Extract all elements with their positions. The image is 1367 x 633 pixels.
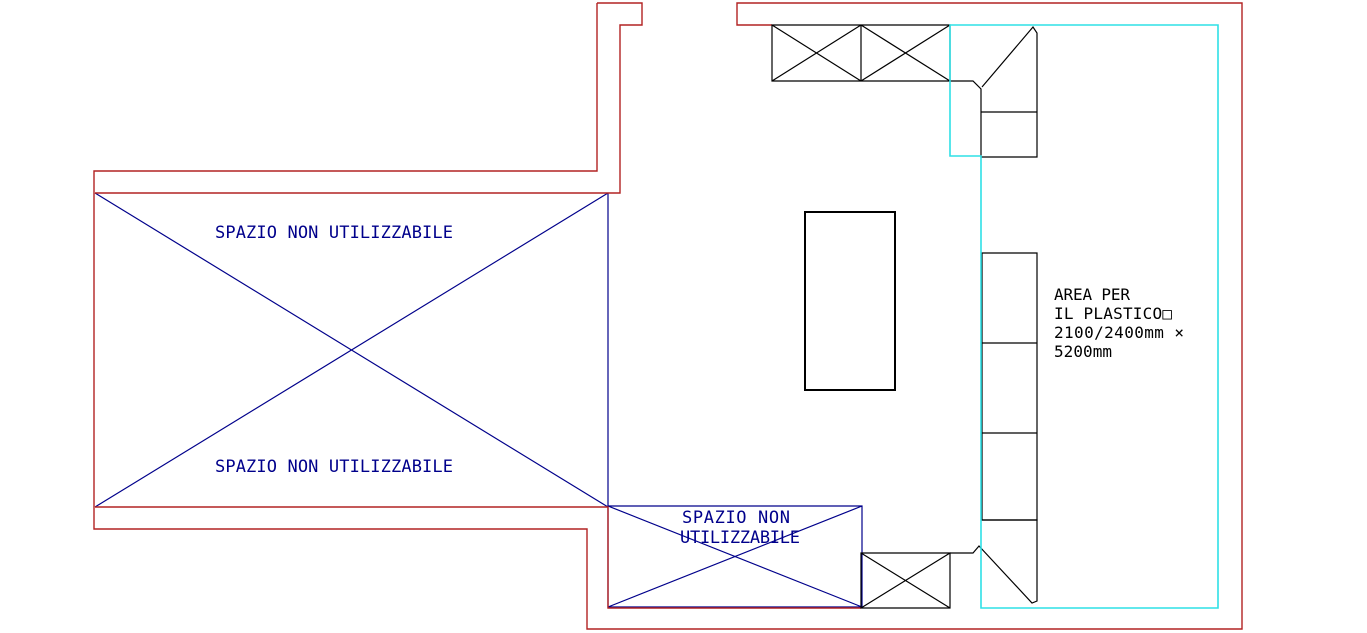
label-unusable-small-line1: SPAZIO NON (682, 508, 790, 528)
wall-outline (93, 2, 1243, 630)
wardrobe-boxes-top (771, 24, 951, 82)
label-plastico-line3: 2100/2400mm × (1054, 323, 1184, 342)
plastico-area-outline (949, 24, 1219, 609)
label-unusable-small-line2: UTILIZZABILE (680, 528, 800, 548)
label-unusable-large-top: SPAZIO NON UTILIZZABILE (215, 223, 453, 243)
corner-cabinet-bottom (950, 519, 1038, 604)
cabinet-column-right (981, 252, 1038, 521)
label-plastico-line2: IL PLASTICO□ (1054, 304, 1172, 323)
corner-cabinet-top (950, 26, 1038, 158)
labels: SPAZIO NON UTILIZZABILE SPAZIO NON UTILI… (215, 223, 1184, 548)
label-unusable-large-bottom: SPAZIO NON UTILIZZABILE (215, 457, 453, 477)
wardrobe-box-bottom (860, 552, 951, 609)
label-plastico-line1: AREA PER (1054, 285, 1130, 304)
label-plastico-line4: 5200mm (1054, 342, 1112, 361)
unusable-area-large (94, 192, 609, 508)
island-rectangle (804, 211, 896, 391)
